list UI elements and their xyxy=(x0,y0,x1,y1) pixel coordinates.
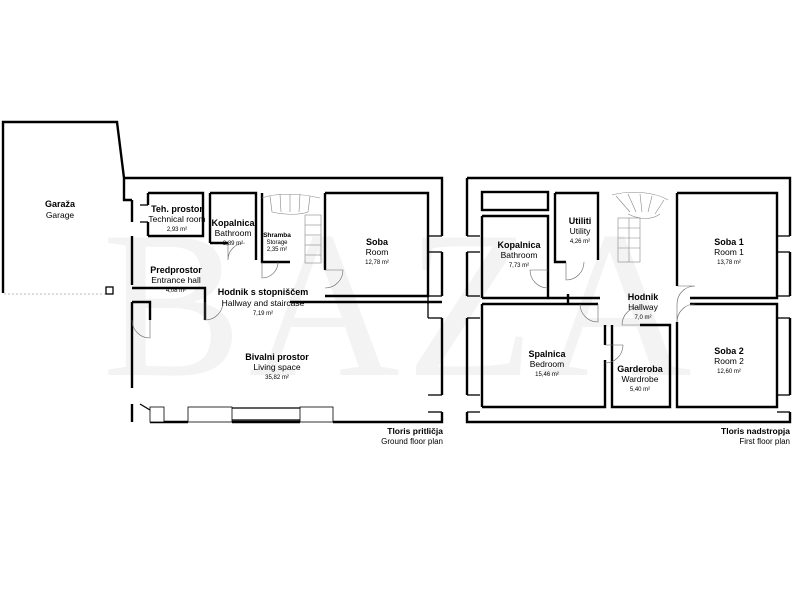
room-label-wardrobe: Garderoba Wardrobe 5,40 m² xyxy=(617,364,664,393)
room-label-entrance-hall: Predprostor Entrance hall 4,08 m² xyxy=(150,265,202,294)
room-name-english: Utility xyxy=(570,226,592,236)
room-label-bedroom: Spalnica Bedroom 15,46 m² xyxy=(528,349,566,378)
room-name: Soba 1 xyxy=(714,237,744,247)
first-floor-caption: Tloris nadstropja First floor plan xyxy=(721,426,790,446)
room-name-english: Hallway xyxy=(628,302,659,312)
room-area: 4,08 m² xyxy=(166,288,186,294)
room-label-living-space: Bivalni prostor Living space 35,82 m² xyxy=(245,352,309,381)
first-floor-plan: Utiliti Utility 4,26 m² Kopalnica Bathro… xyxy=(465,176,792,446)
room-name-english: Bedroom xyxy=(530,359,565,369)
room-area: 4,26 m² xyxy=(570,239,590,245)
first-floor-staircase xyxy=(611,191,669,263)
room-area: 15,46 m² xyxy=(535,372,559,378)
room-name-english: Living space xyxy=(253,362,301,372)
room-name-english: Bathroom xyxy=(215,228,252,238)
room-label-room-2: Soba 2 Room 2 12,60 m² xyxy=(714,346,744,375)
room-area: 2,35 m² xyxy=(267,247,287,253)
room-name-english: Wardrobe xyxy=(621,374,658,384)
caption-title: Tloris nadstropja xyxy=(721,426,790,436)
room-name: Hodnik xyxy=(628,292,659,302)
first-floor-outer-walls xyxy=(465,176,792,424)
room-area: 7,73 m² xyxy=(509,263,529,269)
room-name: Utiliti xyxy=(569,216,592,226)
room-name: Kopalnica xyxy=(211,218,255,228)
room-area: 13,78 m² xyxy=(717,260,741,266)
room-label-utility: Utiliti Utility 4,26 m² xyxy=(569,216,592,245)
room-label-bathroom: Kopalnica Bathroom 3,89 m² xyxy=(211,218,255,247)
room-area: 7,0 m² xyxy=(634,315,651,321)
room-area: 3,89 m² xyxy=(223,241,243,247)
room-name: Garderoba xyxy=(617,364,664,374)
room-name: Bivalni prostor xyxy=(245,352,309,362)
caption-title: Tloris pritličja xyxy=(387,426,443,436)
room-area: 35,82 m² xyxy=(265,375,289,381)
caption-subtitle: Ground floor plan xyxy=(381,437,443,446)
first-floor-interior-walls xyxy=(480,190,779,409)
room-name: Hodnik s stopniščem xyxy=(218,287,309,297)
room-name-english: Storage xyxy=(266,240,288,246)
room-name: Kopalnica xyxy=(497,240,541,250)
room-name-english: Room 1 xyxy=(714,247,744,257)
room-label-bathroom: Kopalnica Bathroom 7,73 m² xyxy=(497,240,541,269)
caption-subtitle: First floor plan xyxy=(739,437,790,446)
room-label-room-1: Soba 1 Room 1 13,78 m² xyxy=(714,237,744,266)
ground-floor-staircase xyxy=(261,193,322,264)
garage-walls xyxy=(1,120,126,295)
room-name-english: Technical room xyxy=(148,214,205,224)
room-label-storage: Shramba Storage 2,35 m² xyxy=(263,232,291,253)
room-name: Soba 2 xyxy=(714,346,744,356)
room-area: 7,19 m² xyxy=(253,311,273,317)
room-name: Predprostor xyxy=(150,265,202,275)
room-label-technical-room: Teh. prostor Technical room 2,93 m² xyxy=(148,204,205,233)
room-name-english: Entrance hall xyxy=(151,275,201,285)
ground-floor-caption: Tloris pritličja Ground floor plan xyxy=(381,426,443,446)
room-label-hallway-and-staircase: Hodnik s stopniščem Hallway and staircas… xyxy=(218,287,309,317)
room-label-garage: Garaža Garage xyxy=(45,199,76,220)
room-name-english: Room xyxy=(366,247,389,257)
room-name-english: Room 2 xyxy=(714,356,744,366)
room-area: 12,60 m² xyxy=(717,369,741,375)
room-name: Teh. prostor xyxy=(151,204,203,214)
room-name: Garaža xyxy=(45,199,76,209)
room-area: 2,93 m² xyxy=(167,227,187,233)
first-floor-doors xyxy=(529,261,696,364)
room-label-hallway: Hodnik Hallway 7,0 m² xyxy=(628,292,659,321)
room-label-room: Soba Room 12,78 m² xyxy=(365,237,389,266)
room-name-english: Garage xyxy=(46,210,75,220)
room-name-english: Bathroom xyxy=(501,250,538,260)
ground-floor-doors xyxy=(131,242,344,339)
ground-floor-outer-walls xyxy=(122,176,444,424)
ground-floor-windows xyxy=(139,394,442,423)
room-area: 5,40 m² xyxy=(630,387,650,393)
room-name-english: Hallway and staircase xyxy=(222,298,305,308)
room-name: Soba xyxy=(366,237,389,247)
room-name: Shramba xyxy=(263,232,291,239)
room-name: Spalnica xyxy=(528,349,566,359)
room-area: 12,78 m² xyxy=(365,260,389,266)
ground-floor-plan: Garaža Garage Teh. prostor Technical roo… xyxy=(1,120,444,446)
